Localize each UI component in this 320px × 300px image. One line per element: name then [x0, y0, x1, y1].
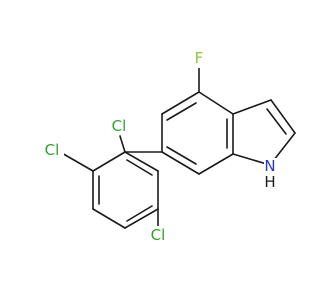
chlorine-atom-top: Cl	[107, 117, 131, 135]
chlorine-atom-left: Cl	[40, 141, 64, 159]
chlorine-label: Cl	[151, 226, 166, 244]
nitrogen-label: N	[264, 157, 275, 175]
chlorine-atom-bottom: Cl	[146, 226, 172, 244]
bond	[266, 108, 287, 135]
bond	[198, 91, 234, 115]
bond	[92, 208, 126, 229]
bond	[166, 102, 197, 121]
bond	[92, 151, 126, 172]
bond	[124, 151, 159, 172]
bond	[198, 153, 234, 175]
bond	[166, 146, 197, 165]
bond	[119, 135, 126, 153]
bond	[232, 153, 271, 166]
bond	[232, 99, 272, 115]
fluorine-label: F	[195, 49, 204, 67]
nitrogen-atom: N H	[263, 157, 278, 191]
bond	[126, 159, 153, 176]
molecule-diagram: F Cl Cl Cl N H	[40, 48, 296, 244]
atom-labels-layer: F Cl Cl Cl N H	[40, 48, 278, 244]
chlorine-label: Cl	[112, 117, 127, 135]
bond	[59, 151, 94, 172]
bond	[124, 208, 159, 229]
hydrogen-label: H	[264, 173, 275, 191]
bonds-layer	[59, 57, 296, 229]
chlorine-label: Cl	[45, 141, 60, 159]
bond	[161, 91, 200, 115]
bond	[126, 205, 153, 222]
bond	[161, 151, 200, 175]
bond	[270, 99, 296, 134]
fluorine-atom: F	[191, 48, 207, 68]
